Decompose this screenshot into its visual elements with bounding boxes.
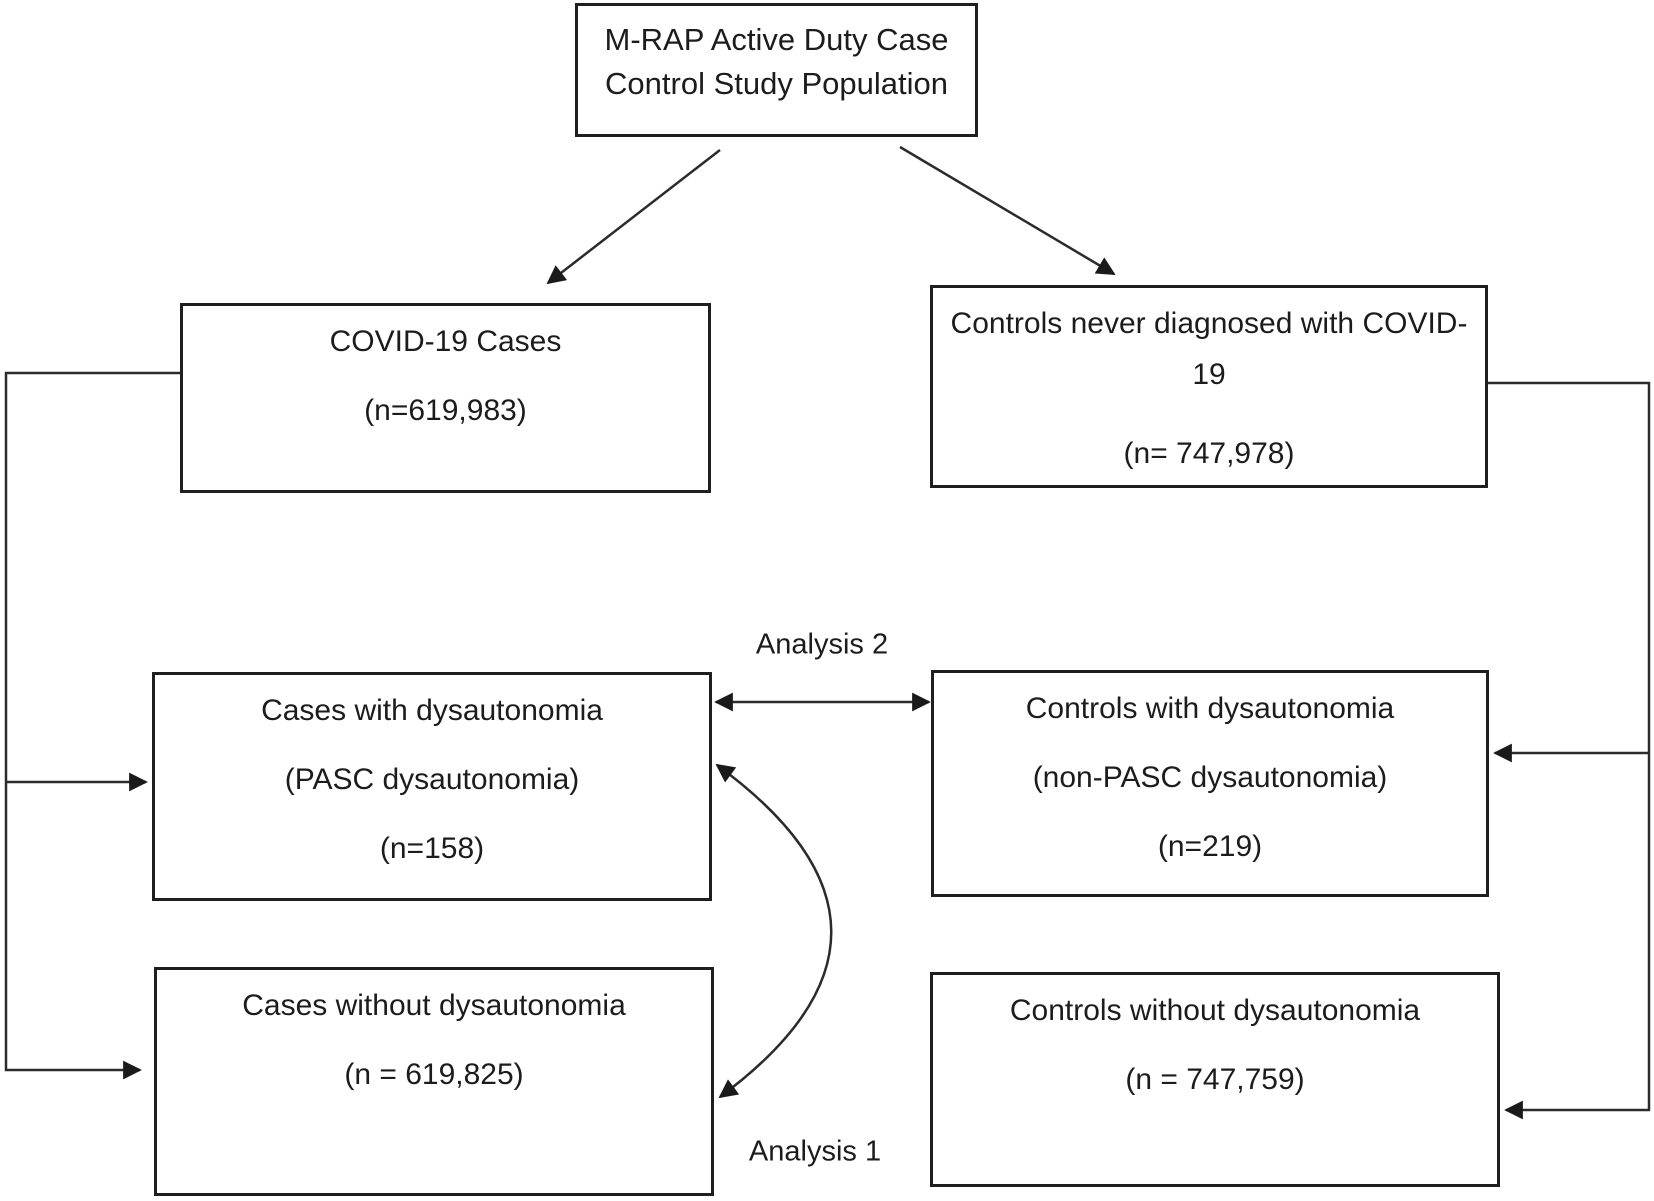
- arrow-population-to-controls: [899, 145, 1116, 276]
- arrow-population-to-cases: [546, 149, 721, 285]
- analysis-1-curved-arrow: [715, 763, 833, 1099]
- controls-with-dysautonomia-count: (n=219): [1157, 830, 1263, 863]
- cases-without-dysautonomia-title: Cases without dysautonomia: [242, 989, 626, 1022]
- controls-without-dysautonomia-title: Controls without dysautonomia: [1009, 994, 1421, 1027]
- controls-without-dysautonomia-box: Controls without dysautonomia (n = 747,7…: [930, 972, 1500, 1187]
- controls-with-dysautonomia-title: Controls with dysautonomia: [1025, 692, 1395, 725]
- analysis-1-label: Analysis 1: [748, 1135, 882, 1168]
- study-population-box: M-RAP Active Duty Case Control Study Pop…: [575, 3, 978, 137]
- controls-without-dysautonomia-count: (n = 747,759): [1125, 1063, 1305, 1096]
- study-population-title: M-RAP Active Duty Case Control Study Pop…: [604, 22, 949, 102]
- controls-box: Controls never diagnosed with COVID-19 (…: [930, 285, 1488, 488]
- cases-with-dysautonomia-box: Cases with dysautonomia (PASC dysautonom…: [152, 672, 712, 901]
- covid-cases-title: COVID-19 Cases: [329, 325, 562, 358]
- controls-count: (n= 747,978): [1123, 437, 1295, 470]
- controls-with-dysautonomia-box: Controls with dysautonomia (non-PASC dys…: [931, 670, 1489, 897]
- controls-with-dysautonomia-subtitle: (non-PASC dysautonomia): [1032, 761, 1388, 794]
- covid-cases-box: COVID-19 Cases (n=619,983): [180, 303, 711, 493]
- cases-with-dysautonomia-subtitle: (PASC dysautonomia): [284, 763, 580, 796]
- cases-without-dysautonomia-count: (n = 619,825): [344, 1058, 524, 1091]
- connector-controls-to-without-dysautonomia: [1488, 381, 1651, 1120]
- cases-with-dysautonomia-title: Cases with dysautonomia: [261, 694, 603, 727]
- analysis-2-label: Analysis 2: [755, 628, 889, 661]
- covid-cases-count: (n=619,983): [364, 394, 527, 427]
- cases-with-dysautonomia-count: (n=158): [379, 832, 485, 865]
- cases-without-dysautonomia-box: Cases without dysautonomia (n = 619,825): [154, 967, 714, 1196]
- controls-title: Controls never diagnosed with COVID-19: [950, 307, 1468, 391]
